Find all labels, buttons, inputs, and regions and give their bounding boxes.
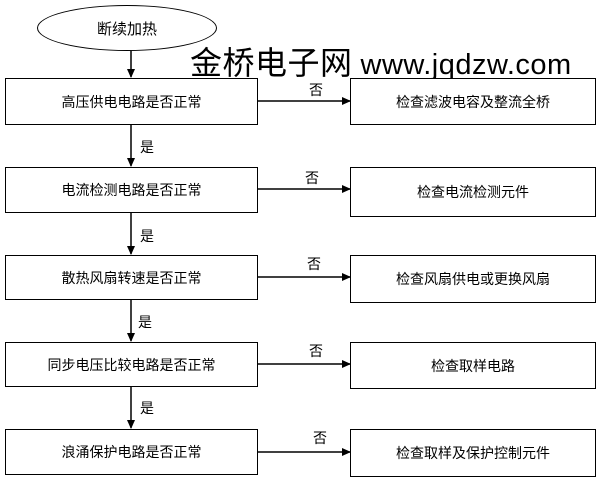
check-box-step4: 同步电压比较电路是否正常	[5, 342, 258, 387]
no-label-step4: 否	[309, 344, 323, 360]
yes-label-step1: 是	[140, 140, 154, 156]
check-box-step3: 散热风扇转速是否正常	[5, 255, 258, 300]
no-label-step5: 否	[313, 431, 327, 447]
no-label-step3: 否	[307, 257, 321, 273]
action-box-step5: 检查取样及保护控制元件	[350, 429, 596, 477]
action-box-step2: 检查电流检测元件	[350, 167, 596, 217]
action-box-step4: 检查取样电路	[350, 342, 596, 389]
action-box-step1: 检查滤波电容及整流全桥	[350, 78, 596, 125]
check-box-step5: 浪涌保护电路是否正常	[5, 429, 258, 475]
yes-label-step2: 是	[140, 229, 154, 245]
check-box-step1: 高压供电电路是否正常	[5, 78, 258, 125]
no-label-step2: 否	[305, 171, 319, 187]
yes-label-step3: 是	[138, 315, 152, 331]
start-node: 断续加热	[37, 5, 217, 51]
action-box-step3: 检查风扇供电或更换风扇	[350, 255, 596, 303]
watermark-site-url: www.jqdzw.com	[360, 49, 572, 81]
no-label-step1: 否	[309, 83, 323, 99]
check-box-step2: 电流检测电路是否正常	[5, 167, 258, 213]
yes-label-step4: 是	[140, 401, 154, 417]
watermark-site-name: 金桥电子网	[190, 44, 353, 82]
